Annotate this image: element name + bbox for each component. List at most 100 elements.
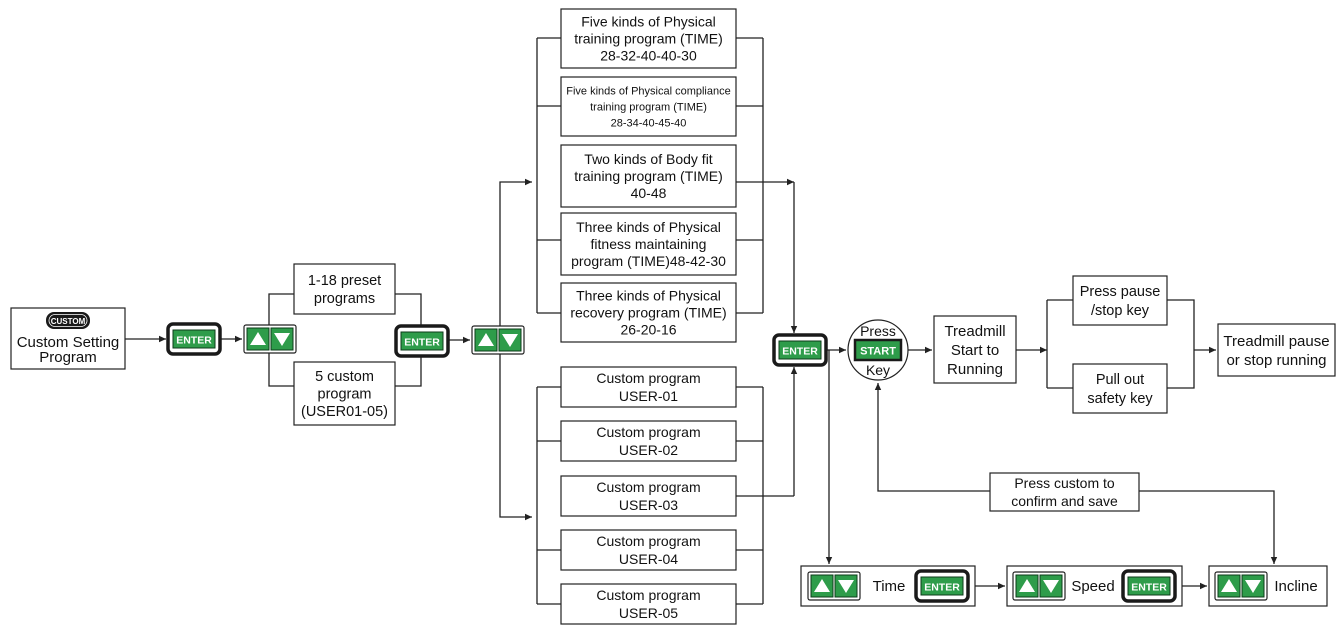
confirm-to-start: [874, 383, 990, 492]
compliance-training-node-line-2: training program (TIME): [590, 101, 707, 113]
safety-key-node-line-1: Pull out: [1096, 372, 1144, 388]
start-key-label: START: [860, 346, 896, 358]
pause-stop-key-node-frame: [1072, 275, 1168, 326]
up-down-keys-2: [471, 325, 525, 355]
connector-lines: [125, 37, 1278, 605]
custom-key-icon: [46, 312, 90, 329]
compliance-training-node-frame: [560, 76, 737, 137]
confirm-save-node-line-2: confirm and save: [1011, 493, 1118, 509]
recovery-node-frame: [560, 282, 737, 343]
safety-key-node-frame: [1072, 363, 1168, 414]
treadmill-start-node-line-1: Treadmill: [944, 323, 1005, 340]
custom-setting-line-2: Program: [39, 349, 97, 366]
preset-programs-node-line-2: programs: [314, 291, 375, 307]
enter-key-1-face: [172, 329, 216, 349]
down-arrow-icon: [838, 580, 854, 593]
pause-stop-key-node: Press pause/stop key: [1072, 275, 1168, 326]
keys2-to-preset-column: [499, 178, 532, 341]
custom-setting-line-1: Custom Setting: [17, 334, 120, 351]
custom-program-user02-node-line-1: Custom program: [596, 424, 700, 440]
custom-program-user05-node-line-1: Custom program: [596, 587, 700, 603]
compliance-training-node-line-3: 28-34-40-45-40: [611, 117, 687, 129]
up-arrow-icon: [1221, 579, 1237, 592]
recovery-node-line-2: recovery program (TIME): [570, 304, 726, 320]
up-down-keys-1: [243, 324, 297, 354]
preset-programs-node-line-1: 1-18 preset: [308, 273, 381, 289]
safety-key-node-line-2: safety key: [1087, 391, 1153, 407]
confirm-save-node: Press custom to confirm and save: [989, 472, 1140, 512]
enter-key-2-face: [400, 331, 444, 351]
preset-to-enter2: [395, 293, 422, 326]
recovery-node-line-3: 26-20-16: [620, 321, 676, 337]
down-arrow-icon: [1043, 580, 1059, 593]
pause-stop-key-node-line-2: /stop key: [1091, 303, 1150, 319]
enter-key-3-label: ENTER: [782, 346, 818, 358]
custom-program-user05-node-frame: [560, 583, 737, 625]
incline-label: Incline: [1274, 578, 1317, 595]
custom-program-user04-node-line-2: USER-04: [619, 551, 678, 567]
custom-program-user03-node-frame: [560, 475, 737, 517]
fitness-maintaining-node-line-3: program (TIME)48-42-30: [571, 253, 726, 269]
custom-programs-node-frame: [293, 361, 396, 426]
preset-programs-node: 1-18 preset programs: [293, 263, 396, 315]
compliance-training-node: Five kinds of Physical compliance trainin…: [560, 76, 737, 137]
fitness-maintaining-node-frame: [560, 212, 737, 276]
up-arrow-icon: [814, 579, 830, 592]
up-arrow-icon: [250, 332, 266, 345]
time-label: Time: [873, 578, 906, 595]
down-arrow-icon: [502, 334, 518, 347]
custom-program-user01-node-line-2: USER-01: [619, 388, 678, 404]
time-enter-key-face: [920, 576, 964, 596]
custom-programs-node-line-3: (USER01-05): [301, 404, 388, 420]
treadmill-pause-node-frame: [1217, 323, 1336, 377]
time-up-down-keys: [807, 571, 861, 601]
press-start-top-label: Press: [860, 323, 896, 339]
recovery-node-line-1: Three kinds of Physical: [576, 287, 721, 303]
compliance-training-node-line-1: Five kinds of Physical compliance: [566, 85, 730, 97]
incline-up-down-keys: [1214, 571, 1268, 601]
custom-program-user01-node-frame: [560, 366, 737, 408]
start-key-icon: [853, 338, 903, 362]
enter-key-2-label: ENTER: [404, 337, 440, 349]
custom-key-label: CUSTOM: [51, 317, 86, 326]
fitness-maintaining-node-line-1: Three kinds of Physical: [576, 219, 721, 235]
safety-key-node: Pull out safety key: [1072, 363, 1168, 414]
press-start-bottom-label: Key: [866, 362, 890, 378]
custom-program-user03-node-line-1: Custom program: [596, 479, 700, 495]
fitness-maintaining-node-line-2: fitness maintaining: [591, 236, 707, 252]
up-arrow-icon: [1019, 579, 1035, 592]
physical-training-node-line-2: training program (TIME): [574, 30, 723, 46]
confirm-save-node-line-1: Press custom to: [1014, 475, 1115, 491]
treadmill-start-node-frame: [933, 315, 1017, 384]
treadmill-start-node-line-2: Start to: [951, 342, 999, 359]
custom-program-user04-node-frame: [560, 529, 737, 571]
stop-join-bus: [1167, 299, 1195, 389]
down-arrow-icon: [1245, 580, 1261, 593]
custom-program-user02-node-frame: [560, 420, 737, 462]
custom-key-inner: [48, 314, 88, 327]
speed-label: Speed: [1071, 578, 1114, 595]
custom-program-user03-node-line-2: USER-03: [619, 497, 678, 513]
speed-enter-key-face: [1127, 576, 1171, 596]
treadmill-start-node-line-3: Running: [947, 361, 1003, 378]
enter-key-3-face: [778, 340, 822, 360]
time-enter-key-label: ENTER: [924, 582, 960, 594]
custom-program-user05-node-line-2: USER-05: [619, 605, 678, 621]
custom-program-user02-node-line-2: USER-02: [619, 442, 678, 458]
preset-programs-node-frame: [293, 263, 396, 315]
physical-training-node-frame: [560, 8, 737, 69]
down-arrow-icon: [274, 333, 290, 346]
physical-training-node-line-1: Five kinds of Physical: [581, 13, 716, 29]
speed-up-down-keys: [1012, 571, 1066, 601]
up-arrow-icon: [478, 333, 494, 346]
enter-key-2: ENTER: [394, 324, 450, 358]
